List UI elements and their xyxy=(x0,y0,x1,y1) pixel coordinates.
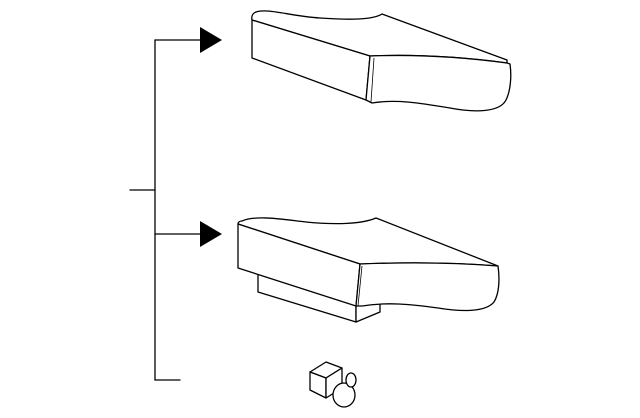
fastener-tab xyxy=(345,372,357,388)
arrow-right-icon xyxy=(200,27,222,53)
lower-cushion-seam xyxy=(357,265,363,307)
callout-upper xyxy=(154,27,222,53)
callout-lower xyxy=(154,221,222,247)
seat-cushion-icon xyxy=(251,10,512,112)
lower-cushion-front xyxy=(355,262,500,312)
callout-bracket xyxy=(129,27,222,381)
clip-fastener-icon xyxy=(309,361,357,408)
upper-cushion-front xyxy=(365,54,512,112)
fastener-disc xyxy=(332,382,356,408)
upper-cushion-seam xyxy=(370,57,375,103)
seat-cushion-with-base-icon xyxy=(237,217,500,323)
arrow-right-icon xyxy=(200,221,222,247)
